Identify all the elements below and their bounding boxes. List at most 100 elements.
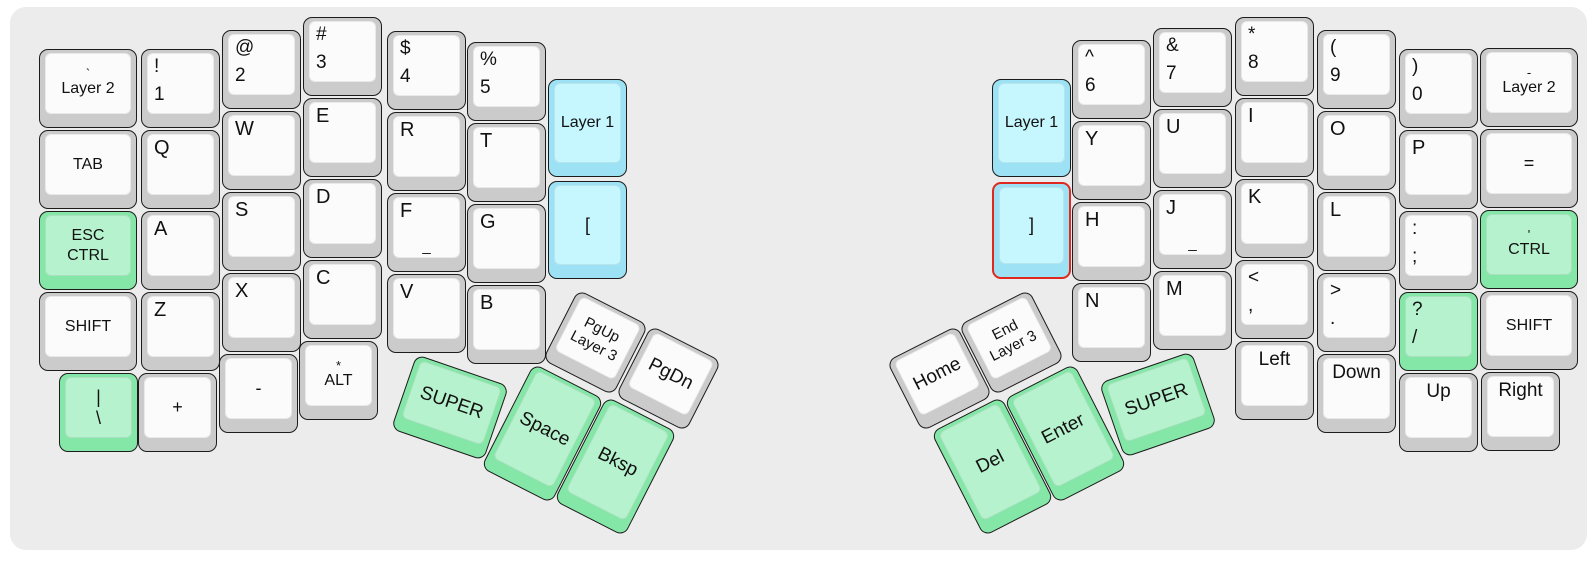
key-j[interactable]: J_ — [1153, 190, 1232, 269]
key-p[interactable]: P — [1399, 130, 1478, 209]
key-star-alt[interactable]: *ALT — [299, 341, 378, 420]
key-quote-ctrl[interactable]: 'CTRL — [1480, 210, 1578, 289]
key-legend: E — [316, 105, 330, 127]
key-layer1-left[interactable]: Layer 1 — [548, 79, 627, 177]
key-plus[interactable]: + — [138, 373, 217, 452]
key-hash-3[interactable]: #3 — [303, 17, 382, 96]
key-g[interactable]: G — [467, 204, 546, 283]
key-grave-layer2[interactable]: `Layer 2 — [39, 49, 137, 128]
keycap-face: V — [393, 278, 460, 339]
keycap-face: - — [225, 358, 292, 419]
key-question-slash[interactable]: ?/ — [1399, 292, 1478, 371]
key-e[interactable]: E — [303, 98, 382, 177]
key-excl-1[interactable]: !1 — [141, 49, 220, 128]
key-a[interactable]: A — [141, 211, 220, 290]
key-legend: SUPER — [402, 361, 501, 444]
key-legend: & — [1166, 35, 1179, 56]
keycap-face: Z — [147, 296, 214, 357]
key-pipe-backslash[interactable]: |\ — [59, 373, 138, 452]
key-legend: 0 — [1412, 84, 1423, 105]
key-legend: * — [335, 358, 342, 373]
key-u[interactable]: U — [1153, 109, 1232, 188]
key-legend: 4 — [400, 66, 411, 87]
keycap-face: ?/ — [1405, 296, 1472, 357]
key-arrow-up[interactable]: Up — [1399, 373, 1478, 452]
key-legend: + — [145, 378, 210, 437]
key-w[interactable]: W — [222, 111, 301, 190]
key-z[interactable]: Z — [141, 292, 220, 371]
key-minus[interactable]: - — [219, 354, 298, 433]
key-legend: S — [235, 199, 249, 221]
key-equals[interactable]: = — [1480, 129, 1578, 208]
keycap-face: G — [473, 208, 540, 269]
key-legend: Del — [972, 445, 1008, 478]
key-lparen-9[interactable]: (9 — [1317, 30, 1396, 109]
keycap-face: SHIFT — [1486, 295, 1572, 356]
key-arrow-right[interactable]: Right — [1481, 372, 1560, 451]
key-q[interactable]: Q — [141, 130, 220, 209]
key-gt-period[interactable]: >. — [1317, 273, 1396, 352]
key-h[interactable]: H — [1072, 202, 1151, 281]
key-percent-5[interactable]: %5 — [467, 42, 546, 121]
key-s[interactable]: S — [222, 192, 301, 271]
key-legend: < — [1248, 267, 1260, 288]
key-legend: + — [172, 397, 183, 417]
key-shift-right[interactable]: SHIFT — [1480, 291, 1578, 370]
key-shift-left[interactable]: SHIFT — [39, 292, 137, 371]
key-rbracket[interactable]: ] — [992, 182, 1071, 279]
key-caret-6[interactable]: ^6 — [1072, 40, 1151, 119]
key-legend: Home — [895, 333, 980, 415]
key-legend: 9 — [1330, 65, 1341, 86]
key-legend: V — [400, 281, 414, 303]
key-legend: 'CTRL — [1487, 215, 1571, 274]
key-legend: Layer 1 — [1004, 114, 1059, 131]
key-legend: SUPER — [1121, 378, 1191, 420]
key-y[interactable]: Y — [1072, 121, 1151, 200]
key-m[interactable]: M — [1153, 271, 1232, 350]
keycap-face: B — [473, 289, 540, 350]
keycap-face: )0 — [1405, 53, 1472, 114]
key-l[interactable]: L — [1317, 192, 1396, 271]
keycap-face: #3 — [309, 21, 376, 82]
key-o[interactable]: O — [1317, 111, 1396, 190]
key-k[interactable]: K — [1235, 179, 1314, 258]
key-tab[interactable]: TAB — [39, 130, 137, 209]
key-f[interactable]: F_ — [387, 193, 466, 272]
key-legend: )0 — [1406, 54, 1471, 113]
key-arrow-down[interactable]: Down — [1317, 354, 1396, 433]
key-legend: ) — [1412, 56, 1419, 77]
key-v[interactable]: V — [387, 274, 466, 353]
key-legend: Left — [1258, 349, 1291, 370]
key-asterisk-8[interactable]: *8 — [1235, 17, 1314, 96]
key-layer1-right[interactable]: Layer 1 — [992, 79, 1071, 177]
key-amp-7[interactable]: &7 — [1153, 28, 1232, 107]
key-super-right[interactable]: SUPER — [1098, 351, 1218, 458]
key-legend: [ — [555, 186, 620, 264]
key-legend: *ALT — [306, 346, 371, 405]
key-x[interactable]: X — [222, 273, 301, 352]
key-colon-semicolon[interactable]: :; — [1399, 211, 1478, 290]
key-r[interactable]: R — [387, 112, 466, 191]
key-i[interactable]: I — [1235, 98, 1314, 177]
keycap-face: Right — [1487, 376, 1554, 437]
key-minus-layer2[interactable]: -Layer 2 — [1480, 48, 1578, 127]
key-arrow-left[interactable]: Left — [1235, 341, 1314, 420]
key-legend: SHIFT — [46, 297, 130, 356]
key-lbracket[interactable]: [ — [548, 181, 627, 279]
key-lt-comma[interactable]: <, — [1235, 260, 1314, 339]
key-dollar-4[interactable]: $4 — [387, 31, 466, 110]
keycap-face: |\ — [65, 377, 132, 438]
keycap-face: TAB — [45, 134, 131, 195]
key-n[interactable]: N — [1072, 283, 1151, 362]
key-t[interactable]: T — [467, 123, 546, 202]
key-legend: Layer 1 — [999, 84, 1064, 162]
key-rparen-0[interactable]: )0 — [1399, 49, 1478, 128]
key-c[interactable]: C — [303, 260, 382, 339]
keycap-face: SHIFT — [45, 296, 131, 357]
key-d[interactable]: D — [303, 179, 382, 258]
key-b[interactable]: B — [467, 285, 546, 364]
key-at-2[interactable]: @2 — [222, 30, 301, 109]
